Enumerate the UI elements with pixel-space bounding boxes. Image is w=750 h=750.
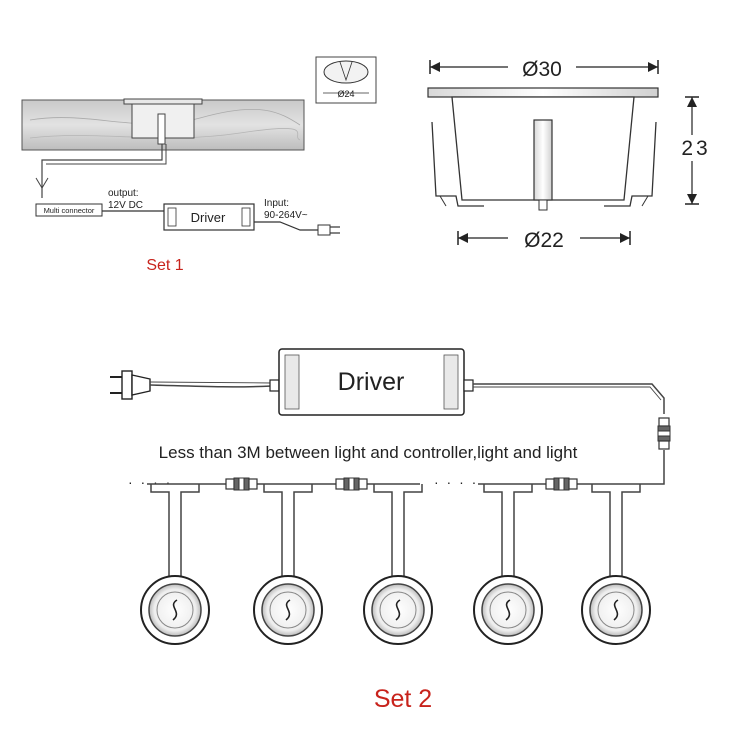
light-2 bbox=[253, 484, 323, 645]
set1-driver bbox=[163, 203, 255, 231]
bus-connector-1 bbox=[225, 477, 258, 491]
fitting-flange bbox=[123, 98, 203, 105]
lamp-filament-icon bbox=[172, 599, 178, 621]
light-1 bbox=[140, 484, 210, 645]
bus-connector-3 bbox=[545, 477, 578, 491]
lamp-filament-icon bbox=[613, 599, 619, 621]
set2-driver: Driver bbox=[278, 348, 465, 416]
set1-title: Set 1 bbox=[146, 257, 183, 274]
continuation-dots-left: · · · · bbox=[128, 474, 172, 490]
input-label-2: 90-264V~ bbox=[264, 210, 308, 221]
lamp-filament-icon bbox=[285, 599, 291, 621]
light-5 bbox=[581, 484, 651, 645]
multi-connector bbox=[35, 203, 103, 217]
lamp-filament-icon bbox=[395, 599, 401, 621]
power-plug bbox=[110, 370, 151, 400]
set1-installation-diagram: Multi connector output: 12V DC Driver In… bbox=[21, 98, 340, 274]
lamp-filament-icon bbox=[505, 599, 511, 621]
bus-connector-2 bbox=[335, 477, 368, 491]
set1-plug bbox=[317, 224, 331, 236]
set2-driver-label: Driver bbox=[338, 368, 405, 396]
output-label-1: output: bbox=[108, 188, 139, 199]
set2-title: Set 2 bbox=[374, 685, 432, 713]
hole-size-inset: Ø24 bbox=[315, 56, 377, 104]
connector-label: Multi connector bbox=[44, 206, 95, 215]
top-diameter-label: Ø30 bbox=[522, 58, 562, 81]
hole-size-label: Ø24 bbox=[337, 89, 354, 99]
set1-driver-label: Driver bbox=[191, 210, 226, 225]
distance-note: Less than 3M between light and controlle… bbox=[159, 443, 578, 462]
continuation-dots-mid: · · · · bbox=[434, 474, 478, 490]
height-label: 23 bbox=[681, 137, 710, 160]
dimension-drawing: Ø30 23 Ø22 bbox=[427, 54, 716, 252]
light-flange bbox=[427, 87, 659, 98]
input-label-1: Input: bbox=[264, 198, 289, 209]
output-label-2: 12V DC bbox=[108, 200, 143, 211]
main-connector bbox=[657, 417, 671, 450]
light-3 bbox=[363, 484, 433, 645]
set2-wiring-diagram: Driver Less than 3M between light and co… bbox=[110, 348, 671, 713]
bottom-diameter-label: Ø22 bbox=[524, 229, 564, 252]
light-4 bbox=[473, 484, 543, 645]
